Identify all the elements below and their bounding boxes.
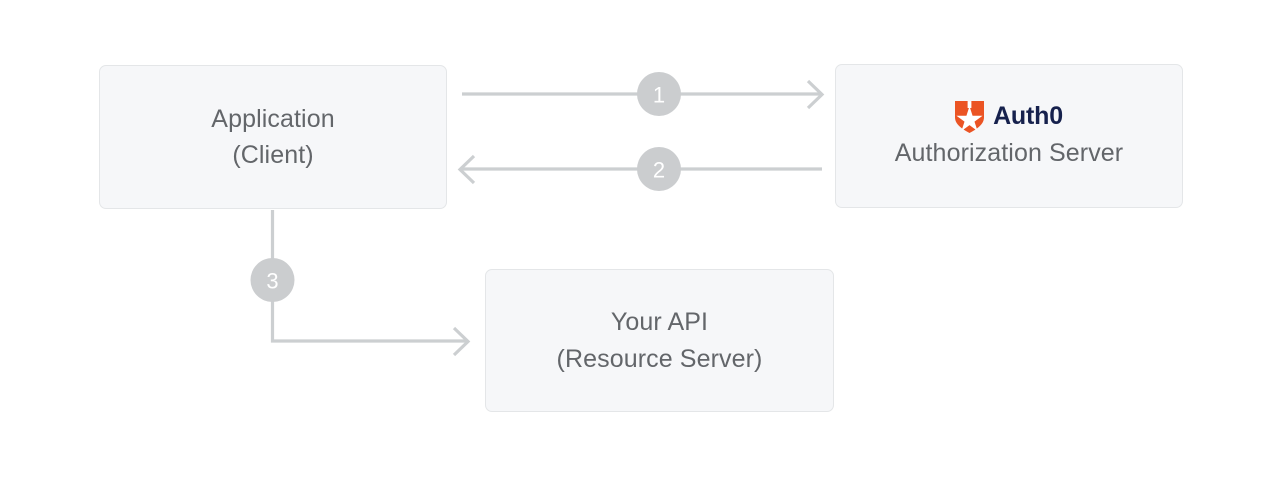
auth0-shield-icon [955, 100, 985, 133]
step-number-3: 3 [266, 269, 278, 294]
node-application-client: Application (Client) [99, 65, 447, 209]
application-title: Application [211, 104, 335, 133]
auth0-wordmark: Auth0 [993, 102, 1063, 131]
application-subtitle: (Client) [232, 141, 314, 169]
your-api-subtitle: (Resource Server) [556, 344, 763, 373]
node-authorization-server: Auth0 Authorization Server [835, 64, 1183, 208]
arrow-step-2 [457, 154, 822, 185]
arrow-step-1 [462, 79, 825, 110]
your-api-title: Your API [610, 308, 709, 337]
step-badge-2: 2 [637, 147, 681, 191]
step-number-1: 1 [653, 83, 665, 108]
auth0-logo-lockup: Auth0 [955, 100, 1063, 133]
arrow-step-3 [270, 210, 471, 357]
step-badge-3: 3 [250, 258, 295, 302]
authorization-server-title: Authorization Server [894, 138, 1124, 167]
step-number-2: 2 [653, 158, 665, 183]
node-your-api: Your API (Resource Server) [485, 269, 834, 412]
step-badge-1: 1 [637, 72, 681, 116]
